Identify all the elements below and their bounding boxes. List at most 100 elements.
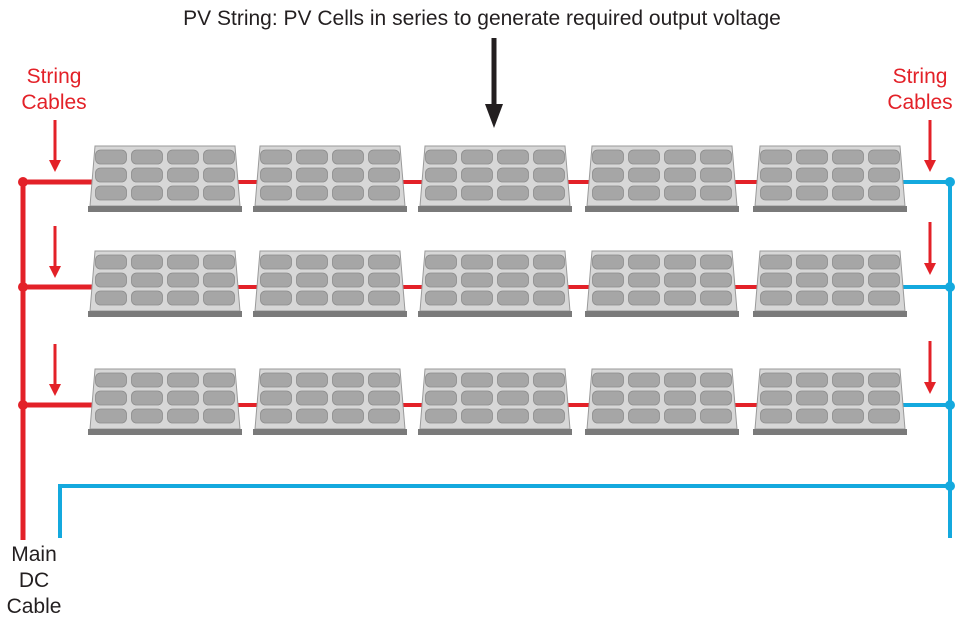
pv-cell bbox=[832, 390, 864, 406]
pv-cell bbox=[425, 149, 457, 165]
panel-base bbox=[88, 206, 242, 212]
pv-cell bbox=[131, 185, 163, 201]
pv-cell bbox=[368, 390, 400, 406]
pv-cell bbox=[167, 372, 199, 388]
arrows bbox=[49, 38, 936, 396]
pv-cell bbox=[832, 185, 864, 201]
right-string-cables-line-1: String bbox=[892, 65, 948, 88]
pv-cell bbox=[461, 167, 493, 183]
pv-cell bbox=[868, 185, 900, 201]
pv-cell bbox=[425, 290, 457, 306]
pv-cell bbox=[368, 167, 400, 183]
pv-cell bbox=[592, 290, 624, 306]
pv-cell bbox=[664, 390, 696, 406]
pv-cell bbox=[796, 149, 828, 165]
pv-cell bbox=[592, 272, 624, 288]
cables bbox=[20, 179, 952, 540]
pv-cell bbox=[533, 254, 565, 270]
pv-string-arrow-head bbox=[485, 104, 503, 128]
pv-cell bbox=[700, 408, 732, 424]
pv-cell bbox=[700, 254, 732, 270]
panel-base bbox=[253, 429, 407, 435]
main-dc-cable-line-1: Main bbox=[11, 543, 57, 566]
pv-cell bbox=[533, 185, 565, 201]
pv-cell bbox=[796, 254, 828, 270]
pv-cell bbox=[760, 254, 792, 270]
pv-cell bbox=[332, 254, 364, 270]
pv-cell bbox=[592, 185, 624, 201]
pv-cell bbox=[203, 408, 235, 424]
panel-base bbox=[753, 311, 907, 317]
pv-cell bbox=[131, 290, 163, 306]
panel-base bbox=[585, 311, 739, 317]
pv-cell bbox=[368, 408, 400, 424]
pv-cell bbox=[700, 290, 732, 306]
pv-cell bbox=[700, 372, 732, 388]
pv-cell bbox=[167, 272, 199, 288]
pv-cell bbox=[592, 254, 624, 270]
pv-panel bbox=[253, 368, 407, 435]
pv-cell bbox=[832, 149, 864, 165]
pv-cell bbox=[628, 185, 660, 201]
pv-cell bbox=[95, 185, 127, 201]
pv-cell bbox=[533, 272, 565, 288]
pv-cell bbox=[203, 372, 235, 388]
pv-cell bbox=[497, 185, 529, 201]
pv-cell bbox=[296, 185, 328, 201]
panel-base bbox=[753, 206, 907, 212]
pv-cell bbox=[461, 254, 493, 270]
pv-cell bbox=[533, 408, 565, 424]
pv-cell bbox=[497, 149, 529, 165]
pv-cell bbox=[868, 372, 900, 388]
pv-cell bbox=[368, 254, 400, 270]
pv-cell bbox=[533, 167, 565, 183]
pv-cell bbox=[760, 185, 792, 201]
pv-cell bbox=[260, 254, 292, 270]
pv-cell bbox=[664, 372, 696, 388]
pv-cell bbox=[700, 185, 732, 201]
pv-cell bbox=[832, 372, 864, 388]
pv-cell bbox=[332, 185, 364, 201]
pv-cell bbox=[497, 372, 529, 388]
pv-cell bbox=[868, 167, 900, 183]
junction-dot-negative bbox=[945, 481, 955, 491]
pv-panel bbox=[88, 145, 242, 212]
pv-cell bbox=[296, 290, 328, 306]
pv-panel bbox=[88, 250, 242, 317]
pv-cell bbox=[368, 272, 400, 288]
pv-cell bbox=[461, 408, 493, 424]
pv-cell bbox=[167, 167, 199, 183]
pv-cell bbox=[760, 272, 792, 288]
pv-cell bbox=[796, 390, 828, 406]
pv-cell bbox=[425, 408, 457, 424]
junction-dot-positive bbox=[18, 282, 28, 292]
pv-panel bbox=[253, 145, 407, 212]
pv-cell bbox=[95, 149, 127, 165]
pv-panel bbox=[753, 250, 907, 317]
pv-panels bbox=[88, 145, 907, 435]
pv-cell bbox=[95, 272, 127, 288]
pv-cell bbox=[203, 272, 235, 288]
panel-base bbox=[585, 429, 739, 435]
pv-cell bbox=[260, 290, 292, 306]
main-dc-cable-line-2: DC bbox=[18, 569, 50, 592]
pv-cell bbox=[296, 167, 328, 183]
pv-cell bbox=[497, 272, 529, 288]
junction-dot-positive bbox=[18, 177, 28, 187]
pv-cell bbox=[760, 149, 792, 165]
panel-base bbox=[418, 311, 572, 317]
pv-cell bbox=[260, 272, 292, 288]
pv-cell bbox=[260, 390, 292, 406]
pv-cell bbox=[461, 149, 493, 165]
pv-cell bbox=[167, 254, 199, 270]
pv-cell bbox=[260, 372, 292, 388]
pv-cell bbox=[332, 272, 364, 288]
pv-cell bbox=[533, 290, 565, 306]
pv-cell bbox=[700, 149, 732, 165]
left-string-cables-line-2: Cables bbox=[21, 91, 87, 114]
pv-cell bbox=[203, 167, 235, 183]
pv-cell bbox=[497, 290, 529, 306]
left-string-cables-label: String Cables bbox=[14, 64, 94, 116]
pv-cell bbox=[167, 185, 199, 201]
